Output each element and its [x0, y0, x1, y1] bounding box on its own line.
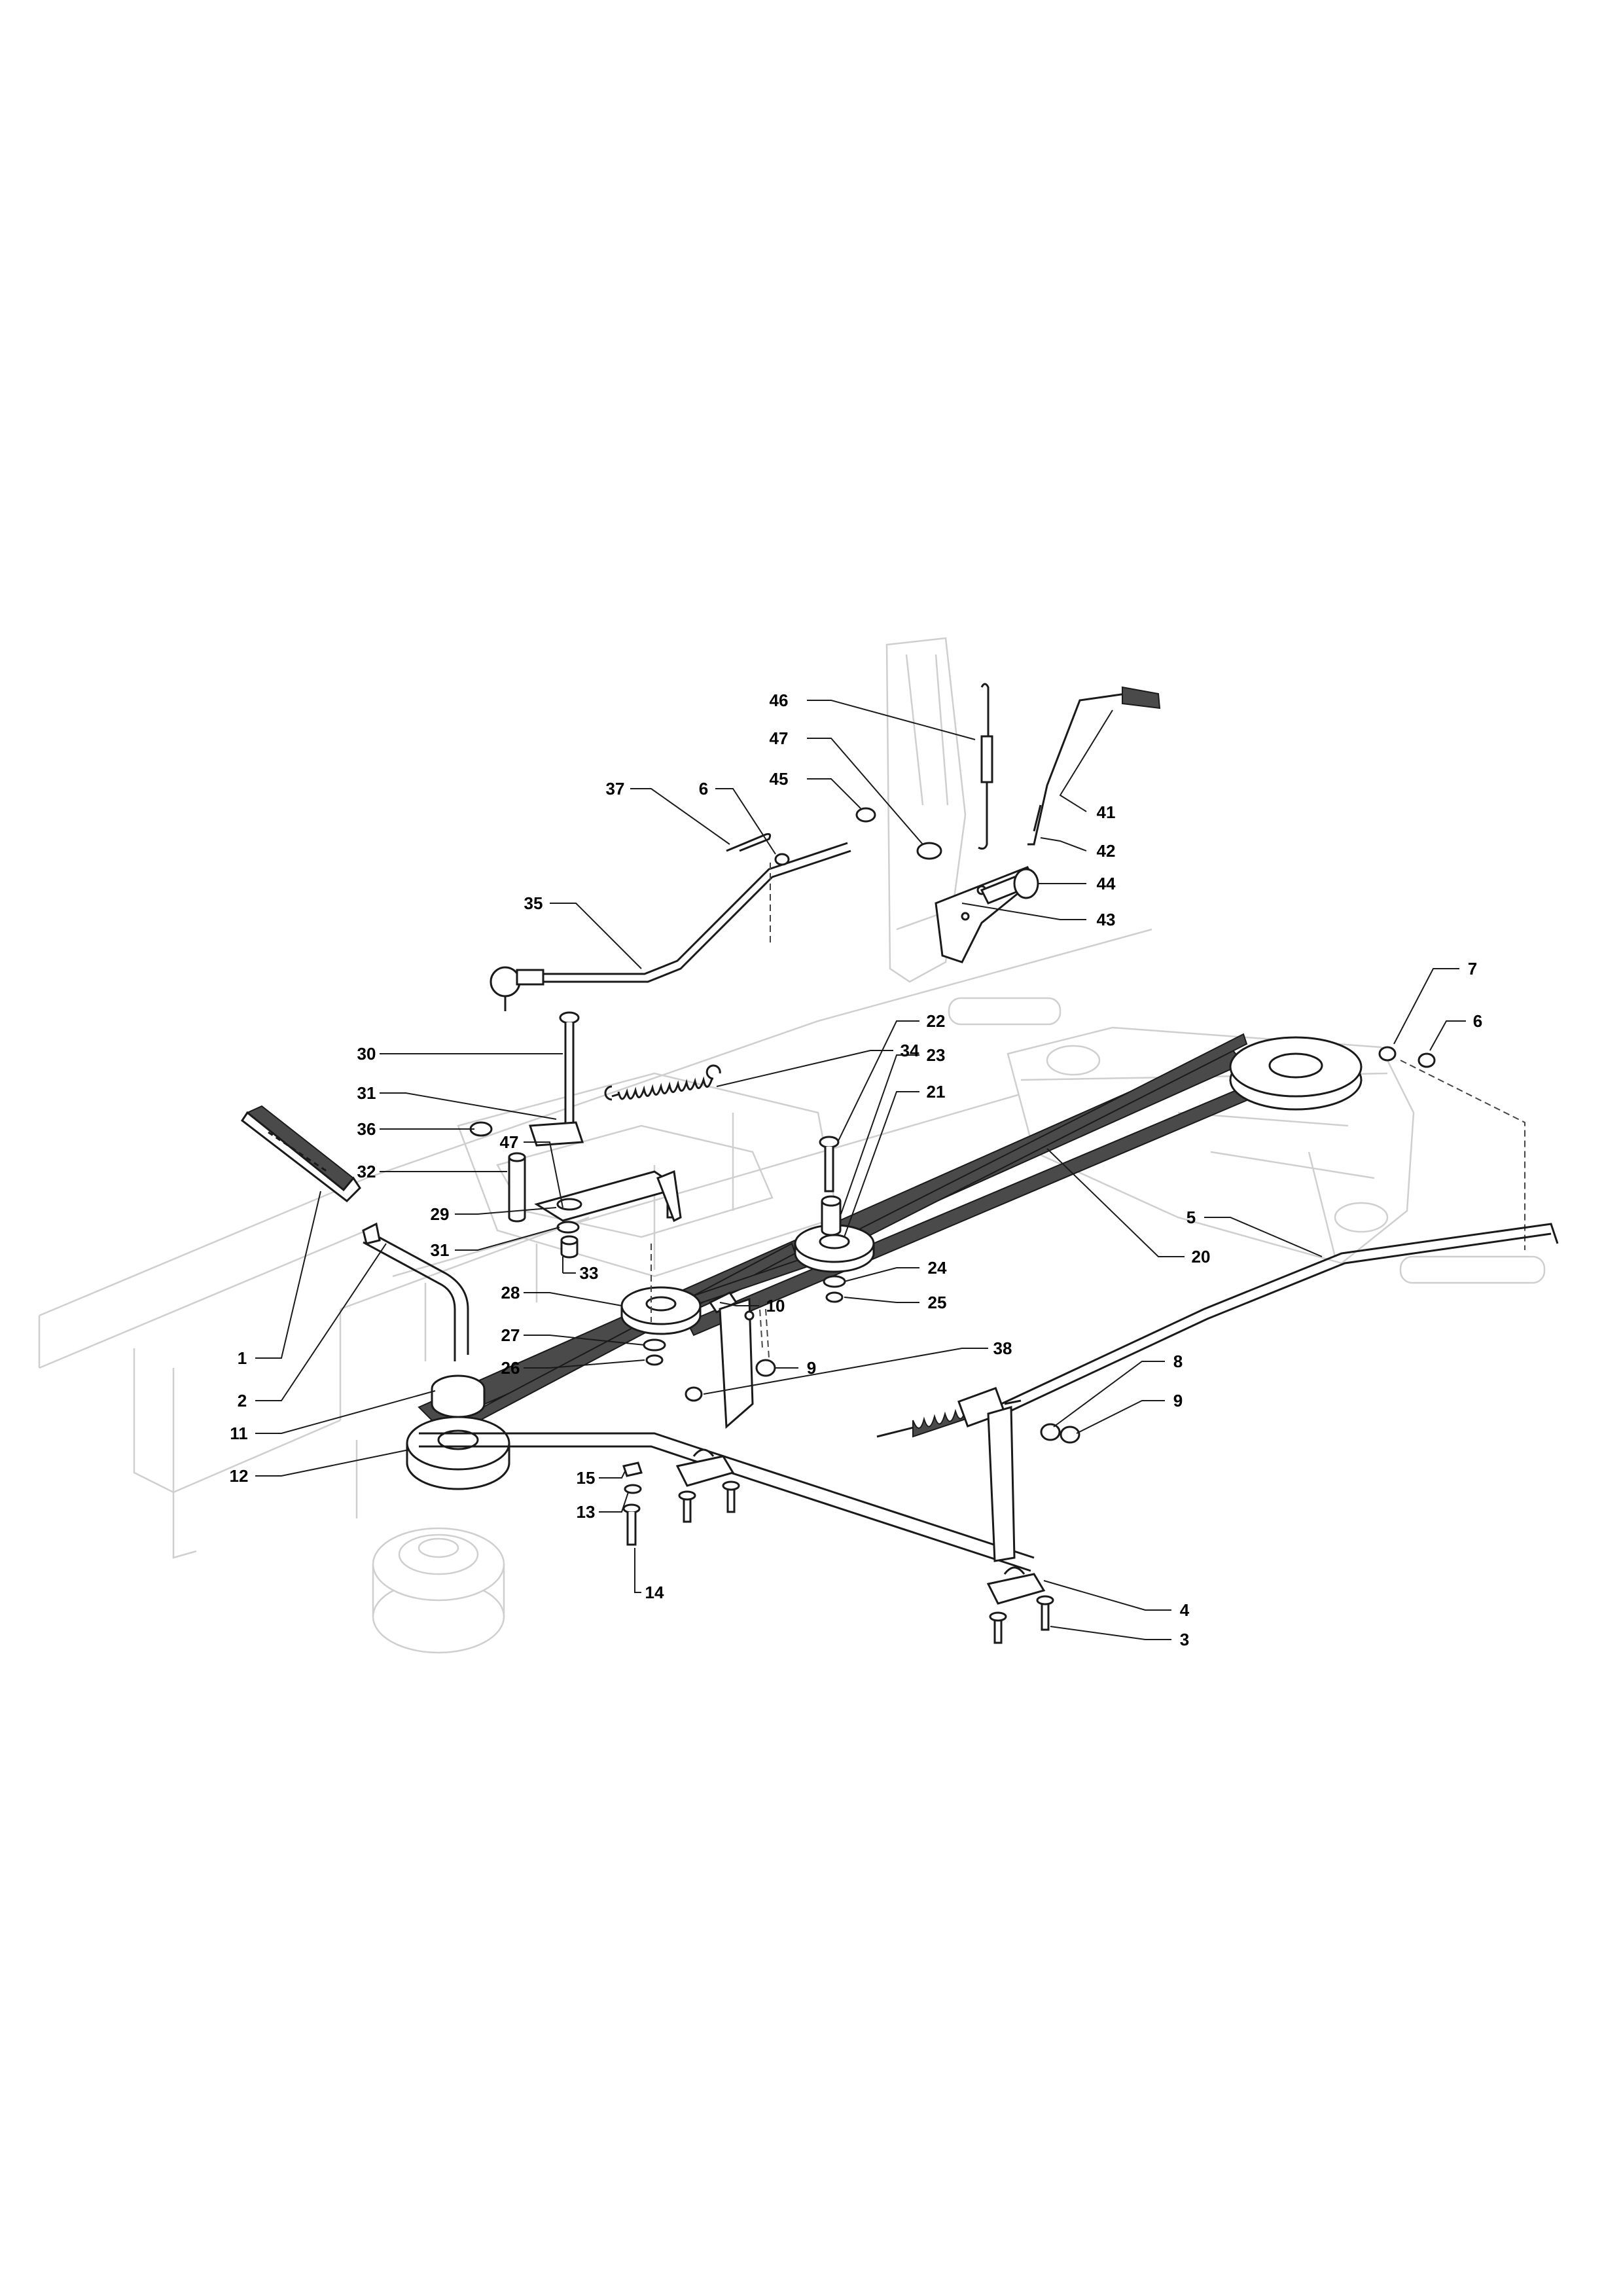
bolt-14	[622, 1503, 641, 1546]
callout-43: 43	[1097, 910, 1116, 929]
washer-8	[1040, 1423, 1061, 1441]
idler-pulley-21	[794, 1224, 875, 1303]
callout-8: 8	[1173, 1352, 1183, 1371]
washer-47-upper	[916, 842, 942, 860]
callout-41: 41	[1097, 802, 1116, 822]
callout-44: 44	[1097, 874, 1116, 893]
washer-38	[685, 1386, 703, 1402]
washer-6-right	[1418, 1052, 1436, 1068]
callout-47-lower: 47	[500, 1132, 519, 1152]
callout-34: 34	[901, 1041, 919, 1060]
callout-labels: 46 47 45 37 6 41 42 44 43 35 7 6 30 34 2…	[230, 691, 1483, 1649]
rod-41	[1027, 686, 1161, 846]
callout-5: 5	[1186, 1208, 1196, 1227]
bushing-33	[560, 1235, 579, 1259]
callout-6: 6	[699, 779, 708, 798]
rod-5	[1001, 1223, 1559, 1415]
callout-25: 25	[928, 1293, 947, 1312]
callout-35: 35	[524, 893, 543, 913]
nut-9-left	[755, 1359, 776, 1377]
steering-column-ghost	[885, 637, 967, 983]
callout-21: 21	[927, 1082, 946, 1102]
callout-7: 7	[1468, 959, 1477, 978]
callout-37: 37	[606, 779, 625, 798]
callout-13: 13	[577, 1502, 596, 1522]
callout-4: 4	[1180, 1600, 1190, 1620]
spring-46	[978, 683, 993, 850]
bolt-30	[559, 1011, 580, 1127]
callout-28: 28	[501, 1283, 520, 1302]
leader-lines	[255, 700, 1466, 1640]
callout-33: 33	[580, 1263, 599, 1283]
clip-37	[726, 833, 772, 852]
nut-9-right	[1060, 1426, 1080, 1444]
callout-11: 11	[230, 1424, 248, 1443]
callout-31-lower: 31	[431, 1240, 450, 1260]
callout-29: 29	[431, 1204, 450, 1224]
callout-42: 42	[1097, 841, 1116, 861]
screws-3	[989, 1595, 1054, 1644]
callout-12: 12	[230, 1466, 249, 1486]
dash-10	[765, 1308, 770, 1359]
callout-14: 14	[645, 1583, 664, 1602]
pto-clutch-ghost	[372, 1527, 505, 1654]
engine-pulley	[406, 1374, 510, 1490]
bracket-4	[986, 1566, 1046, 1605]
callout-26: 26	[501, 1358, 520, 1378]
bracket-upper	[675, 1448, 740, 1523]
nut-45	[855, 807, 876, 823]
clip-7	[1378, 1046, 1397, 1062]
idler-pulley-28	[620, 1286, 702, 1366]
callout-24: 24	[928, 1258, 947, 1278]
pedal-shaft-38	[419, 1297, 1035, 1572]
callout-22: 22	[927, 1011, 946, 1031]
callout-10: 10	[766, 1296, 785, 1316]
callout-38: 38	[993, 1338, 1012, 1358]
transaxle-pulley	[1229, 1036, 1363, 1111]
callout-9-left: 9	[807, 1358, 816, 1378]
pedal-arm-2	[362, 1222, 469, 1361]
bolt-22	[819, 1136, 840, 1193]
washer-31-bottom	[556, 1221, 580, 1234]
knob-44	[980, 868, 1039, 905]
callout-27: 27	[501, 1325, 520, 1345]
dash-6-right	[1400, 1060, 1525, 1250]
callout-31-upper: 31	[357, 1083, 376, 1103]
alignment-dashes	[651, 863, 771, 1349]
washer-6-upper	[774, 853, 790, 866]
callout-6-right: 6	[1473, 1011, 1482, 1031]
callout-46: 46	[770, 691, 789, 710]
rod-35	[490, 842, 851, 1011]
callout-3: 3	[1180, 1630, 1189, 1649]
callout-45: 45	[770, 769, 789, 789]
callout-9-right: 9	[1173, 1391, 1183, 1410]
callout-32: 32	[357, 1162, 376, 1181]
callout-1: 1	[238, 1348, 247, 1368]
pedal-pad-1	[240, 1105, 361, 1202]
clip-15	[622, 1462, 643, 1477]
spacer-32	[508, 1152, 526, 1223]
callout-15: 15	[577, 1468, 596, 1488]
spring-34	[604, 1064, 721, 1101]
idler-arm-29	[534, 1170, 682, 1223]
background-ghost-parts	[38, 637, 1546, 1654]
callout-36: 36	[357, 1119, 376, 1139]
washer-13	[624, 1484, 642, 1494]
callout-47: 47	[770, 728, 789, 748]
callout-20: 20	[1192, 1247, 1211, 1266]
callout-30: 30	[357, 1044, 376, 1064]
spacer-23	[821, 1195, 842, 1236]
frame-rail-ghost	[38, 928, 1152, 1559]
callout-2: 2	[238, 1391, 247, 1410]
bracket-31-top	[528, 1121, 584, 1147]
callout-23: 23	[927, 1045, 946, 1065]
